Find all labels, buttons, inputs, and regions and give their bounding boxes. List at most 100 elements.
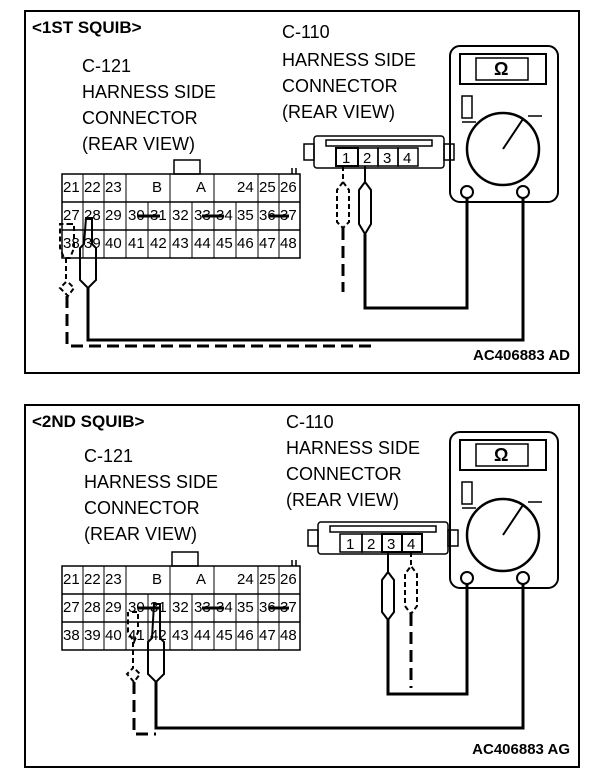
- panel-heading: <2ND SQUIB>: [32, 412, 145, 431]
- c121-pin-label: 37: [280, 207, 297, 224]
- c121-view-label: (REAR VIEW): [82, 134, 196, 154]
- c121-pin-label: 31: [150, 599, 167, 616]
- c110-pin-label: 4: [403, 150, 412, 167]
- c121-pin-label: 21: [63, 179, 80, 196]
- c121-pin-label: 37: [280, 599, 297, 616]
- c121-pin-label: 38: [63, 627, 80, 644]
- c110-id-label: C-110: [282, 22, 330, 42]
- c110-id-label: C-110: [286, 412, 334, 432]
- c110-pin-label: 4: [407, 536, 416, 553]
- diagram-panel-2nd-squib: <2ND SQUIB> C-121 HARNESS SIDE CONNECTOR…: [24, 404, 580, 768]
- c121-pin-label: 42: [150, 627, 167, 644]
- c121-pin-label: 22: [84, 179, 101, 196]
- figure-code: AC406883 AD: [473, 347, 570, 364]
- c121-pin-label: 28: [84, 207, 101, 224]
- c121-connector-label: CONNECTOR: [82, 108, 198, 128]
- c121-pin-label: 32: [172, 599, 189, 616]
- c110-pin-label: 3: [387, 536, 396, 553]
- c121-pin-label: 32: [172, 207, 189, 224]
- c121-pin-label: 29: [105, 207, 122, 224]
- c121-connector-2: [61, 551, 301, 651]
- c110-view-label: (REAR VIEW): [286, 490, 400, 510]
- c121-pin-label: 30: [128, 599, 145, 616]
- c121-pin-label: 23: [105, 571, 122, 588]
- c121-pin-label: 42: [150, 235, 167, 252]
- c110-connector-1: [303, 135, 455, 169]
- c121-harness-label: HARNESS SIDE: [84, 472, 219, 492]
- c110-harness-label: HARNESS SIDE: [282, 50, 417, 70]
- c121-pin-label: 43: [172, 235, 189, 252]
- c110-pin-label: 3: [383, 150, 392, 167]
- c110-pin-label: 2: [363, 150, 372, 167]
- c121-id-label: C-121: [84, 446, 134, 466]
- c121-pin-label: 22: [84, 571, 101, 588]
- c121-pin-label: 25: [259, 179, 276, 196]
- c121-pin-label: 48: [280, 235, 297, 252]
- c121-view-label: (REAR VIEW): [84, 524, 198, 544]
- c121-pin-label: 23: [105, 179, 122, 196]
- c121-pin-label: A: [196, 179, 207, 196]
- c121-pin-label: 46: [237, 235, 254, 252]
- c121-pin-label: B: [152, 571, 163, 588]
- c121-pin-label: 43: [172, 627, 189, 644]
- c121-pin-label: 33: [194, 599, 211, 616]
- c121-pin-label: 44: [194, 627, 211, 644]
- c121-pin-label: 24: [237, 571, 254, 588]
- c121-pin-label: 45: [216, 627, 233, 644]
- c121-pin-label: 36: [259, 207, 276, 224]
- c121-pin-label: 27: [63, 207, 80, 224]
- c110-pin-label: 1: [342, 150, 351, 167]
- c121-pin-label: 21: [63, 571, 80, 588]
- c121-pin-label: 27: [63, 599, 80, 616]
- c121-connector-1: [61, 159, 301, 259]
- c121-pin-label: 31: [150, 207, 167, 224]
- c110-connector-label: CONNECTOR: [282, 76, 398, 96]
- c121-pin-label: 29: [105, 599, 122, 616]
- c121-pin-label: 35: [237, 207, 254, 224]
- c121-pin-label: 26: [280, 179, 297, 196]
- c121-pin-label: 39: [84, 627, 101, 644]
- c121-pin-label: 47: [259, 627, 276, 644]
- multimeter-1: [449, 45, 559, 203]
- c121-pin-label: 41: [128, 235, 145, 252]
- c121-pin-label: 34: [216, 207, 233, 224]
- c110-harness-label: HARNESS SIDE: [286, 438, 421, 458]
- c121-pin-label: 25: [259, 571, 276, 588]
- ohm-symbol-icon: Ω: [494, 59, 509, 79]
- c121-pin-label: B: [152, 179, 163, 196]
- c121-pin-label: 36: [259, 599, 276, 616]
- panel-heading: <1ST SQUIB>: [32, 18, 142, 37]
- c121-pin-label: 24: [237, 179, 254, 196]
- c121-pin-label: 26: [280, 571, 297, 588]
- ohm-symbol-icon: Ω: [494, 445, 509, 465]
- diagram-panel-1st-squib: <1ST SQUIB> C-121 HARNESS SIDE CONNECTOR…: [24, 10, 580, 374]
- c121-connector-label: CONNECTOR: [84, 498, 200, 518]
- c121-pin-label: 28: [84, 599, 101, 616]
- c121-harness-label: HARNESS SIDE: [82, 82, 217, 102]
- c110-connector-label: CONNECTOR: [286, 464, 402, 484]
- c121-id-label: C-121: [82, 56, 132, 76]
- c110-view-label: (REAR VIEW): [282, 102, 396, 122]
- multimeter-2: [449, 431, 559, 589]
- test-leads-1: [58, 166, 525, 348]
- c121-pin-label: 35: [237, 599, 254, 616]
- c121-pin-label: 41: [128, 627, 145, 644]
- c121-pin-label: 33: [194, 207, 211, 224]
- figure-code: AC406883 AG: [472, 741, 570, 758]
- c121-pin-label: 34: [216, 599, 233, 616]
- c121-pin-label: 48: [280, 627, 297, 644]
- c121-pin-label: 38: [63, 235, 80, 252]
- wiring-drawing-1: [58, 45, 559, 348]
- c110-connector-2: [307, 521, 459, 555]
- c121-pin-label: 46: [237, 627, 254, 644]
- c121-pin-label: 44: [194, 235, 211, 252]
- test-leads-2: [125, 552, 525, 736]
- c121-pin-label: A: [196, 571, 207, 588]
- c110-pin-label: 1: [346, 536, 355, 553]
- c121-pin-label: 30: [128, 207, 145, 224]
- c121-pin-label: 40: [105, 235, 122, 252]
- wiring-drawing-2: [61, 431, 559, 736]
- c121-pin-label: 47: [259, 235, 276, 252]
- c121-pin-label: 40: [105, 627, 122, 644]
- c110-pin-label: 2: [367, 536, 376, 553]
